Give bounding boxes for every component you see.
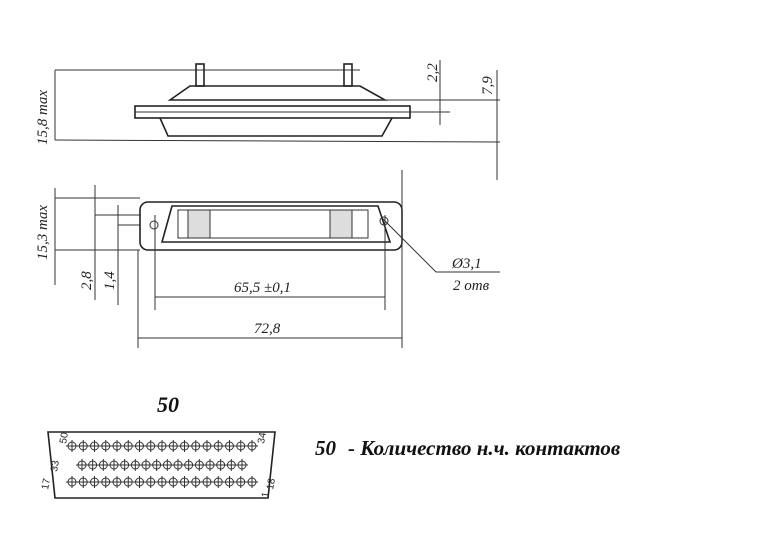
pin-crosshair [133, 476, 146, 488]
pin-crosshair [66, 440, 78, 452]
pin-crosshair [223, 476, 236, 488]
overall-width-label: 72,8 [254, 321, 281, 337]
pin-crosshair [122, 476, 135, 488]
pin-crosshair [111, 476, 123, 488]
pin-crosshair [178, 476, 191, 488]
legend-text: - Количество н.ч. контактов [348, 436, 621, 460]
pin-crosshair [156, 476, 168, 488]
pin-label-33: 33 [49, 459, 62, 472]
hole-spacing-label: 65,5 ±0,1 [234, 280, 291, 296]
side-height-label: 15,8 max [35, 90, 51, 145]
pin-crosshair [86, 459, 99, 471]
pin-crosshair [189, 440, 202, 452]
side-offset-label: 2,2 [425, 63, 441, 82]
pin-crosshair [201, 440, 213, 452]
pin-crosshair [140, 459, 152, 471]
pin-crosshair [161, 459, 174, 471]
mount-hole-right [379, 216, 389, 226]
dim-a-label: 2,8 [79, 271, 95, 290]
pin-crosshair [214, 459, 227, 471]
pin-crosshair [234, 440, 247, 452]
pin-crosshair [204, 459, 216, 471]
pin-crosshair [111, 440, 123, 452]
pin-crosshair [77, 476, 90, 488]
pin-crosshair [88, 440, 101, 452]
pin-crosshair [167, 440, 180, 452]
pin-crosshair [223, 440, 236, 452]
side-view: 15,8 max 2,2 7,9 [35, 60, 501, 180]
pin-label-18: 18 [265, 477, 278, 490]
pin-crosshair [178, 440, 191, 452]
mount-hole-left [149, 220, 159, 230]
hole-count-label: 2 отв [453, 278, 490, 294]
pin-crosshair [156, 440, 168, 452]
pin-crosshair [212, 440, 225, 452]
pin-crosshair [246, 440, 258, 452]
pin-crosshair [88, 476, 101, 488]
pin-crosshair [122, 440, 135, 452]
front-view: 15,3 max 2,8 1,4 65,5 ±0,1 72,8 Ø3,1 2 о… [35, 170, 500, 348]
pin-crosshair [66, 476, 78, 488]
pinout-outline [47, 431, 276, 499]
pin-crosshair [118, 459, 131, 471]
pin-left [195, 63, 205, 87]
pin-crosshair [129, 459, 142, 471]
pin-crosshair [144, 476, 157, 488]
pin-crosshair [234, 476, 247, 488]
pin-right [343, 63, 353, 87]
dim-b-label: 1,4 [102, 271, 118, 290]
pin-label-50: 50 [58, 431, 71, 444]
pin-crosshair [212, 476, 225, 488]
pin-crosshair [99, 476, 112, 488]
pin-label-17: 17 [40, 477, 53, 490]
pin-crosshair [172, 459, 184, 471]
pin-crosshair [108, 459, 120, 471]
pin-crosshair [144, 440, 157, 452]
pin-label-1: 1 [260, 491, 272, 499]
pinout-title: 50 [157, 392, 179, 417]
pin-label-34: 34 [256, 431, 269, 444]
pin-crosshair [99, 440, 112, 452]
pin-crosshair [182, 459, 195, 471]
front-height-label: 15,3 max [35, 205, 51, 260]
pin-crosshair [225, 459, 238, 471]
side-flange-label: 7,9 [480, 76, 496, 95]
pinout-diagram: 50 34 33 17 18 1 [40, 431, 278, 499]
pin-crosshair [133, 440, 146, 452]
pin-crosshair [76, 459, 88, 471]
pin-crosshair [97, 459, 110, 471]
legend-number: 50 [315, 436, 337, 460]
pin-crosshair [236, 459, 248, 471]
pin-crosshair [189, 476, 202, 488]
pin-crosshair [77, 440, 90, 452]
pin-crosshair [201, 476, 213, 488]
pin-crosshair [167, 476, 180, 488]
pin-crosshair [246, 476, 258, 488]
pin-crosshair [150, 459, 163, 471]
hole-diameter-label: Ø3,1 [451, 256, 482, 272]
pin-crosshair [193, 459, 206, 471]
